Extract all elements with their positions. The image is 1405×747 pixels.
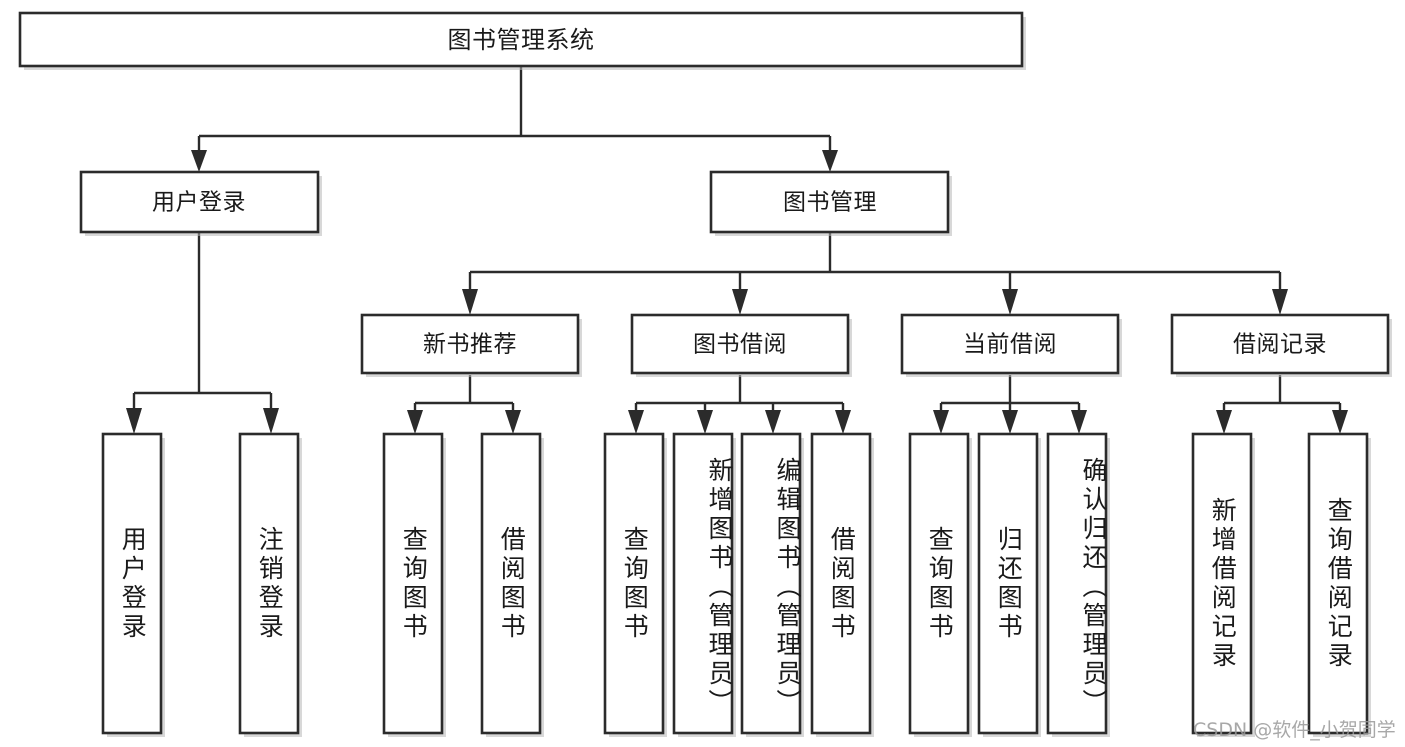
- node-book-borrow[interactable]: 图书借阅: [630, 313, 852, 377]
- leaf-box-7[interactable]: [740, 432, 804, 737]
- leaf-box-10[interactable]: [977, 432, 1041, 737]
- node-current-borrow[interactable]: 当前借阅: [900, 313, 1122, 377]
- arrow-to-new-book-rec: [462, 289, 478, 315]
- arrow-to-leaf-4: [505, 410, 521, 434]
- leaf-box-13[interactable]: [1307, 432, 1371, 737]
- arrow-to-leaf-11: [1071, 410, 1087, 434]
- leaf-box-8[interactable]: [810, 432, 874, 737]
- arrow-to-current-borrow: [1002, 289, 1018, 315]
- node-new-book-recommendation[interactable]: 新书推荐: [360, 313, 582, 377]
- node-user-login[interactable]: 用户登录: [79, 170, 322, 236]
- arrow-to-leaf-1: [126, 408, 142, 434]
- arrow-to-leaf-10: [1002, 410, 1018, 434]
- arrow-to-leaf-3: [407, 410, 423, 434]
- leaf-box-12[interactable]: [1191, 432, 1255, 737]
- node-user-login-label: 用户登录: [152, 190, 246, 216]
- node-root[interactable]: 图书管理系统: [18, 11, 1026, 70]
- arrow-to-leaf-6: [697, 410, 713, 434]
- arrow-to-leaf-13: [1332, 410, 1348, 434]
- arrow-to-book-borrow: [732, 289, 748, 315]
- node-book-management[interactable]: 图书管理: [709, 170, 952, 236]
- arrow-to-leaf-2: [263, 408, 279, 434]
- connector-layer: [126, 66, 1348, 434]
- leaf-box-5[interactable]: [603, 432, 667, 737]
- node-current-borrow-label: 当前借阅: [963, 332, 1057, 358]
- leaf-box-6[interactable]: [672, 432, 736, 737]
- csdn-watermark: CSDN @软件_小贺同学: [1193, 719, 1396, 741]
- arrow-to-leaf-7: [765, 410, 781, 434]
- arrow-to-borrow-record: [1272, 289, 1288, 315]
- arrow-to-leaf-12: [1216, 410, 1232, 434]
- node-root-label: 图书管理系统: [448, 26, 595, 54]
- leaf-box-11[interactable]: [1046, 432, 1110, 737]
- arrow-to-leaf-8: [835, 410, 851, 434]
- node-book-management-label: 图书管理: [783, 190, 877, 216]
- node-borrow-record[interactable]: 借阅记录: [1170, 313, 1392, 377]
- leaf-box-1[interactable]: [101, 432, 165, 737]
- leaf-box-4[interactable]: [480, 432, 544, 737]
- arrow-to-user-login: [191, 150, 207, 172]
- arrow-to-leaf-5: [628, 410, 644, 434]
- node-book-borrow-label: 图书借阅: [693, 332, 787, 358]
- leaf-box-3[interactable]: [382, 432, 446, 737]
- arrow-to-book-management: [822, 150, 838, 172]
- leaf-box-2[interactable]: [238, 432, 302, 737]
- node-new-book-recommendation-label: 新书推荐: [423, 332, 517, 358]
- node-borrow-record-label: 借阅记录: [1233, 332, 1327, 358]
- leaf-box-9[interactable]: [908, 432, 972, 737]
- arrow-to-leaf-9: [933, 410, 949, 434]
